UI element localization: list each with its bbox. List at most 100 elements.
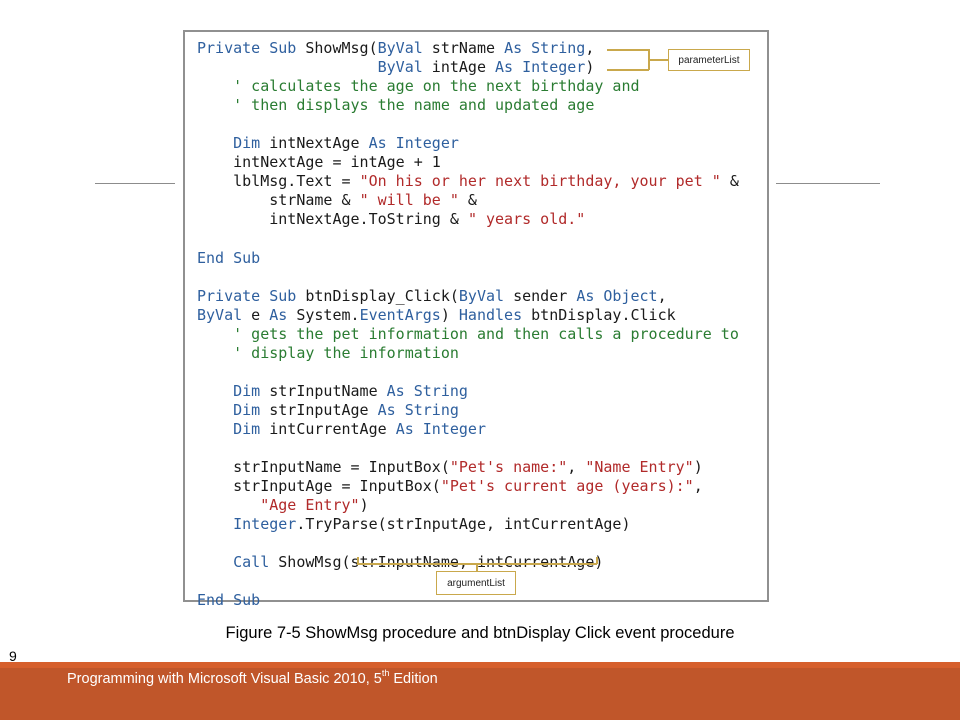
code-token: ByVal <box>377 39 423 57</box>
argument-list-bracket-left <box>357 557 359 564</box>
parameter-list-callout: parameterList <box>668 49 750 71</box>
code-token: & <box>720 172 739 191</box>
code-token: As Integer <box>368 134 459 153</box>
code-token: ) <box>440 305 459 324</box>
code-token: sender <box>504 286 577 305</box>
code-token: As String <box>377 400 459 419</box>
code-token: ShowMsg( <box>305 39 378 57</box>
code-token: , <box>585 39 595 57</box>
code-token <box>197 496 260 514</box>
code-token: strInputName <box>260 381 387 400</box>
footer-bar <box>0 668 960 720</box>
code-token: End Sub <box>197 248 261 267</box>
decorative-rule-left <box>95 183 175 184</box>
code-token: .TryParse(strInputAge, intCurrentAge) <box>296 515 631 534</box>
code-token: As Integer <box>395 420 486 438</box>
code-token: " years old." <box>467 210 586 229</box>
code-token: EventArgs <box>359 305 441 324</box>
code-line: Dim intCurrentAge As Integer <box>197 420 486 439</box>
code-token: "Pet's current age (years):" <box>440 477 694 496</box>
argument-list-bracket-right <box>596 557 598 564</box>
code-token: btnDisplay.Click <box>522 305 676 324</box>
code-line: Dim strInputAge As String <box>197 401 459 420</box>
argument-list-bracket-stem <box>476 563 478 571</box>
slide-number: 9 <box>9 648 17 664</box>
code-token: ByVal <box>458 286 505 305</box>
argument-list-callout: argumentList <box>436 571 516 595</box>
code-line: ' then displays the name and updated age <box>197 96 594 115</box>
code-line: ' calculates the age on the next birthda… <box>197 77 640 96</box>
code-line: ByVal e As System.EventArgs) Handles btn… <box>197 306 676 325</box>
code-token <box>197 515 233 533</box>
code-token: Dim <box>233 400 261 419</box>
code-token: intNextAge <box>260 134 369 153</box>
code-token: As <box>269 305 288 324</box>
parameter-list-bracket-bottom <box>607 69 649 71</box>
code-token: intCurrentAge <box>260 420 396 438</box>
code-token: Integer <box>233 515 297 534</box>
code-token <box>197 553 233 571</box>
argument-list-label: argumentList <box>447 577 505 589</box>
footer-accent-stripe <box>0 662 960 668</box>
code-token: strInputName = InputBox( <box>197 458 450 477</box>
code-token: System. <box>287 305 360 324</box>
code-token: strName <box>422 39 505 57</box>
code-token: ' calculates the age on the next birthda… <box>197 77 640 96</box>
code-line: End Sub <box>197 249 260 268</box>
parameter-list-bracket-top <box>607 49 649 51</box>
code-token: Handles <box>458 305 523 324</box>
code-token: e <box>242 305 270 324</box>
decorative-rule-right <box>776 183 880 184</box>
code-token <box>197 134 233 152</box>
code-token: intAge <box>422 58 496 77</box>
code-line: Dim strInputName As String <box>197 382 468 401</box>
code-token: As Integer <box>495 58 586 77</box>
code-token: ' then displays the name and updated age <box>197 96 595 115</box>
footer-title-superscript: th <box>381 668 390 678</box>
footer-title: Programming with Microsoft Visual Basic … <box>67 668 438 687</box>
code-token: Dim <box>233 420 261 438</box>
code-token: " will be " <box>359 191 459 210</box>
figure-caption: Figure 7-5 ShowMsg procedure and btnDisp… <box>225 624 735 642</box>
code-line: End Sub <box>197 591 260 610</box>
code-token: intNextAge = intAge + 1 <box>197 153 441 172</box>
code-token: ByVal <box>377 58 423 77</box>
code-token <box>197 401 233 419</box>
code-token: ' display the information <box>197 343 459 362</box>
code-token: & <box>458 191 477 210</box>
code-line: intNextAge = intAge + 1 <box>197 153 441 172</box>
code-token: Dim <box>233 134 261 153</box>
code-line: lblMsg.Text = "On his or her next birthd… <box>197 172 739 191</box>
code-token: , <box>657 286 667 305</box>
code-token: Private Sub <box>197 286 306 305</box>
code-token: "Name Entry" <box>585 458 694 477</box>
footer-title-end: Edition <box>389 670 438 687</box>
code-line: Call ShowMsg(strInputName, intCurrentAge… <box>197 553 603 572</box>
code-token <box>197 382 233 400</box>
code-line: "Age Entry") <box>197 496 369 515</box>
code-line: Integer.TryParse(strInputAge, intCurrent… <box>197 515 630 534</box>
code-token: As String <box>386 381 468 400</box>
code-token: ) <box>693 458 703 477</box>
parameter-list-label: parameterList <box>678 54 740 66</box>
code-token: "On his or her next birthday, your pet " <box>359 172 721 191</box>
code-line: Dim intNextAge As Integer <box>197 134 459 153</box>
code-line: strName & " will be " & <box>197 191 477 210</box>
code-token <box>197 58 378 76</box>
code-token: ByVal <box>197 305 243 324</box>
code-token: ' gets the pet information and then call… <box>197 324 739 343</box>
code-token: ) <box>359 496 369 515</box>
code-token: Dim <box>233 381 261 400</box>
code-token: intNextAge.ToString & <box>197 210 468 229</box>
code-token: "Pet's name:" <box>449 458 568 477</box>
code-line: intNextAge.ToString & " years old." <box>197 210 585 229</box>
code-token: lblMsg.Text = <box>197 172 360 191</box>
code-token: strInputAge = InputBox( <box>197 477 441 496</box>
code-listing-box: Private Sub ShowMsg(ByVal strName As Str… <box>183 30 769 609</box>
code-token: "Age Entry" <box>260 496 360 515</box>
code-token: End Sub <box>197 591 261 610</box>
code-token: Private Sub <box>197 39 306 57</box>
footer-title-main: Programming with Microsoft Visual Basic … <box>67 670 382 687</box>
code-token: As Object <box>576 286 658 305</box>
code-line: ' display the information <box>197 344 459 363</box>
